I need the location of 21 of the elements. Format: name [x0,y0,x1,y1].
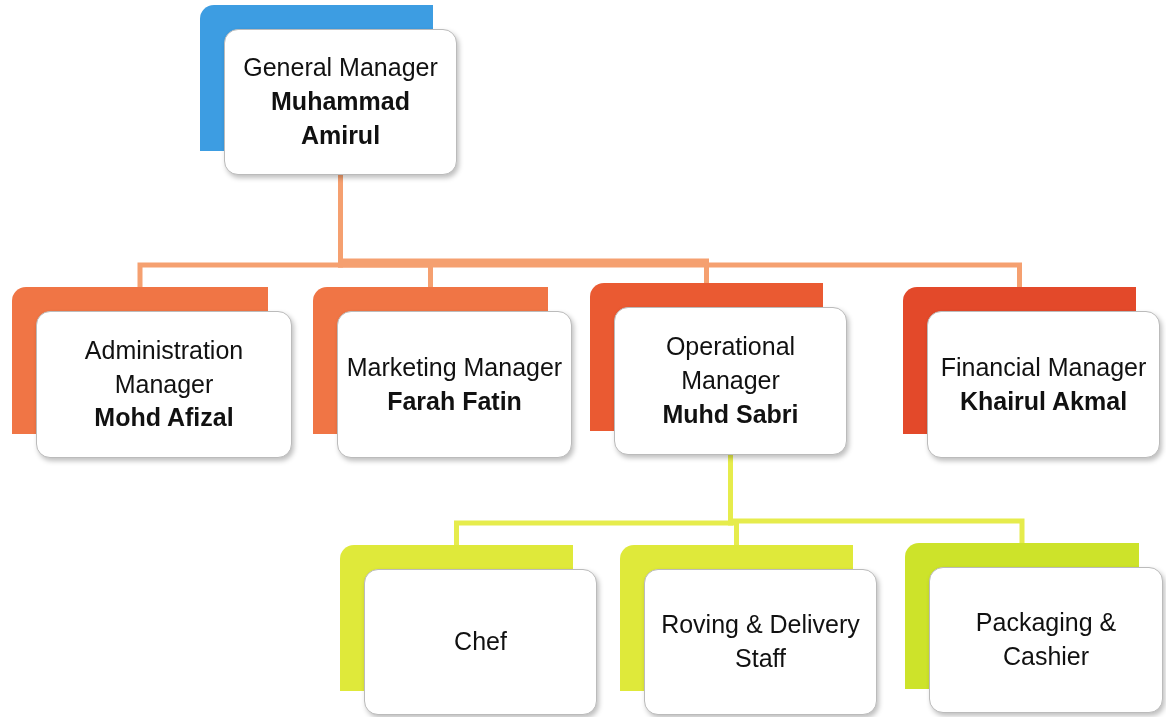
job-title: Administration Manager [83,334,245,400]
org-chart-card [12,287,292,458]
job-title: Marketing Manager [346,351,563,383]
job-title: General Manager [243,52,438,84]
person-name: Muhammad Amirul [270,86,411,151]
job-title: Chef [454,626,507,658]
job-title: Packaging & Cashier [974,607,1118,672]
job-title: Roving & Delivery Staff [660,609,861,674]
org-chart-card [200,5,457,175]
org-chart-card [340,545,597,715]
person-name: Muhd Sabri [662,398,799,430]
person-name: Khairul Akmal [959,385,1128,417]
org-chart-card [903,287,1160,458]
job-title: Operational Manager [664,331,797,397]
person-name: Mohd Afizal [94,402,234,434]
org-chart-card [313,287,572,458]
person-name: Farah Fatin [387,385,522,417]
org-chart-card [590,283,847,455]
job-title: Financial Manager [940,351,1147,383]
org-chart-card [620,545,877,715]
org-chart-card [905,543,1163,713]
